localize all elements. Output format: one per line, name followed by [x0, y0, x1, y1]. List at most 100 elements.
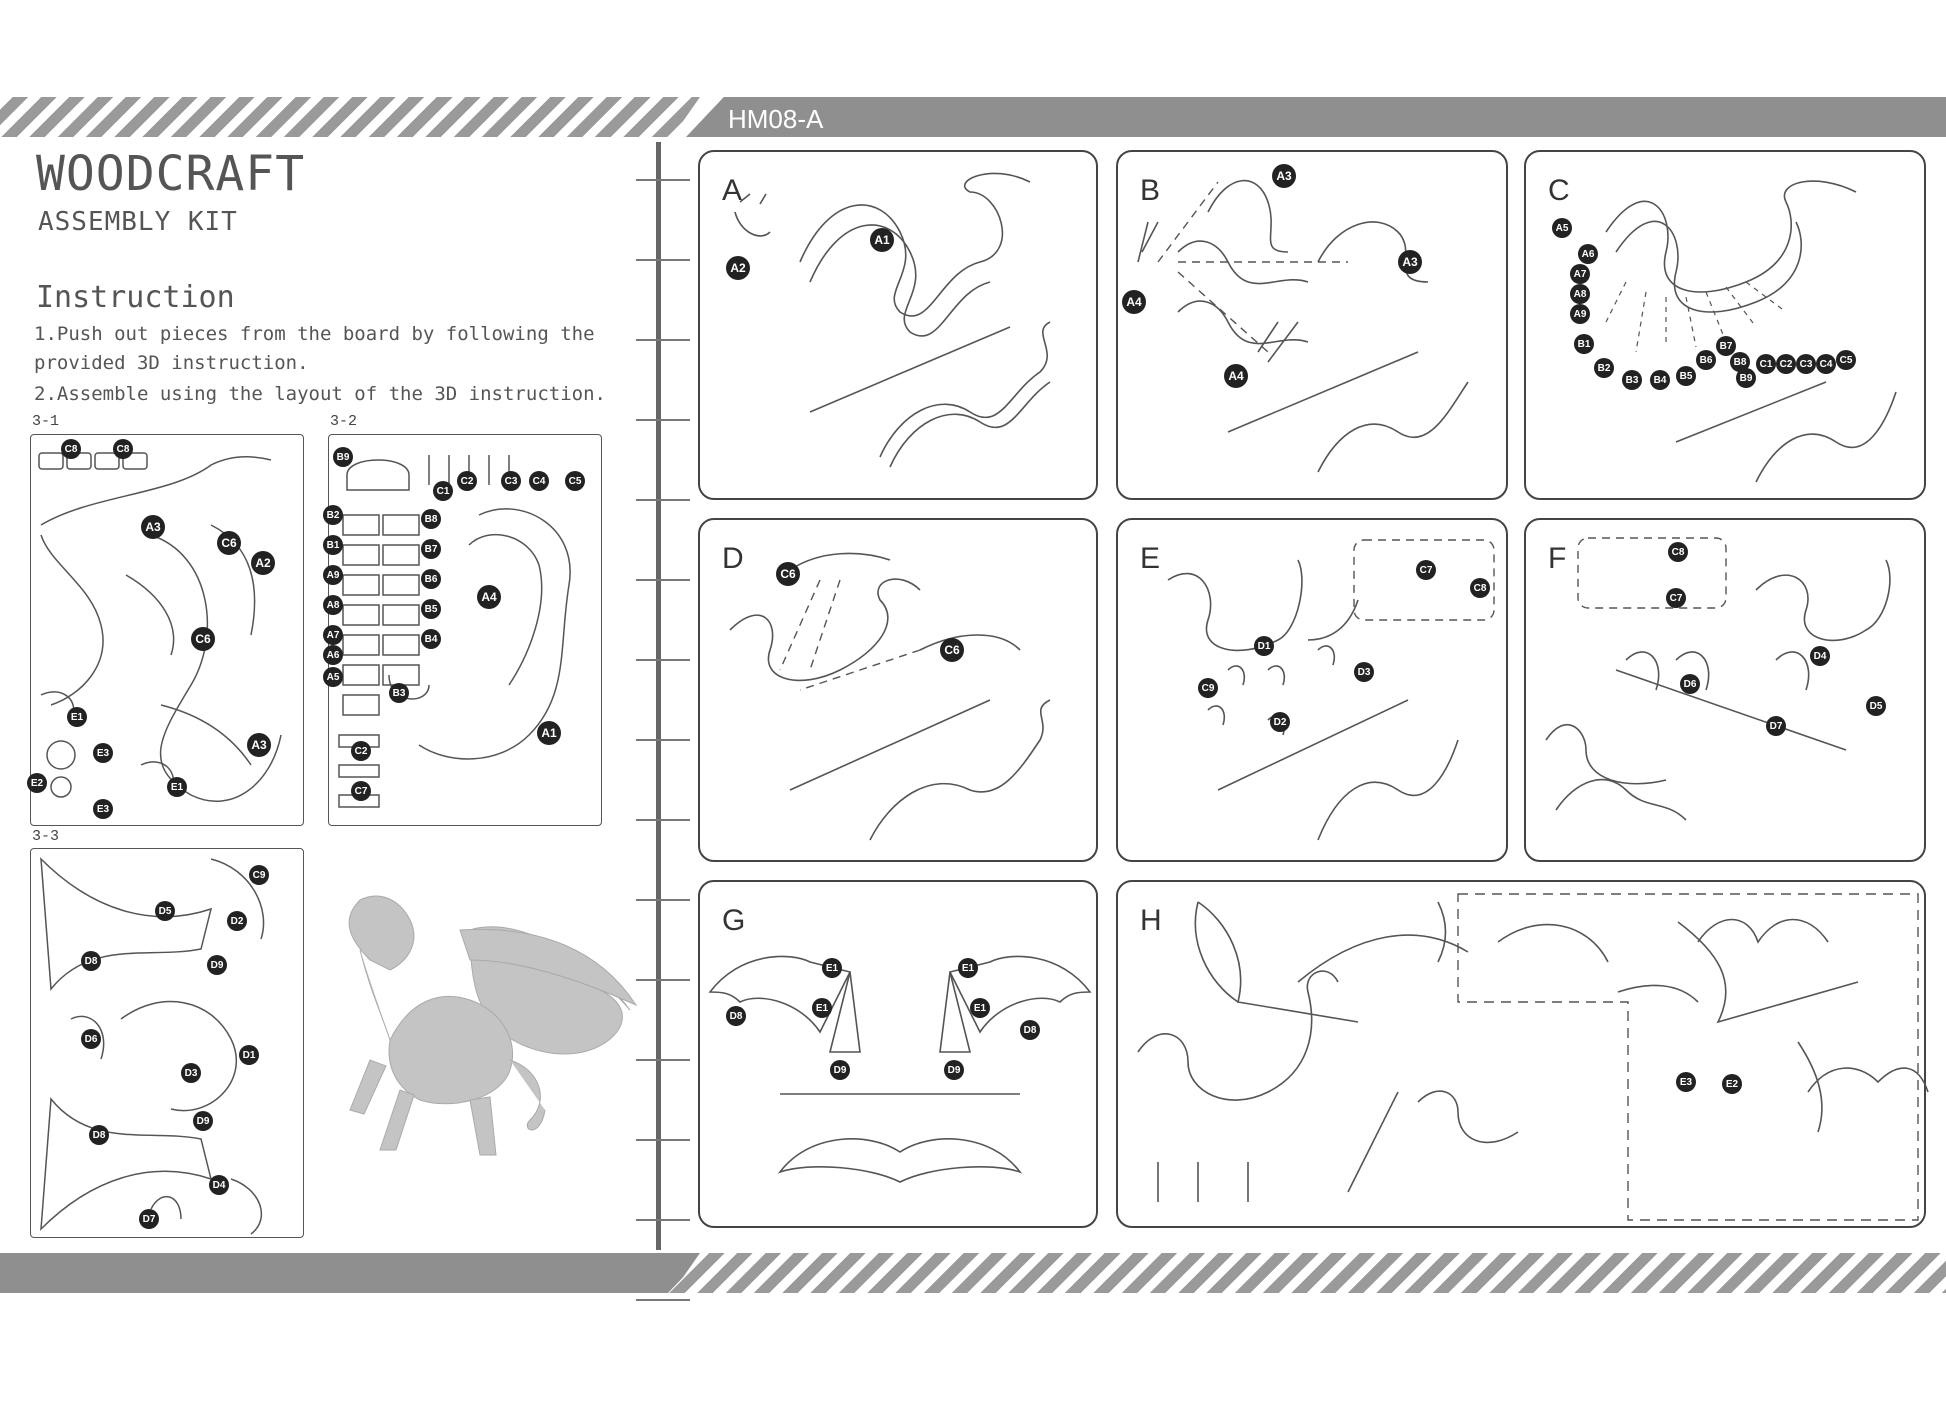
part-badge: A4 [477, 585, 501, 609]
step-label: D [722, 542, 744, 575]
step-label: F [1548, 542, 1567, 575]
part-badge: C3 [1796, 354, 1816, 374]
step-label: H [1140, 904, 1162, 937]
part-badge: D5 [155, 901, 175, 921]
part-badge: A1 [537, 721, 561, 745]
part-badge: D3 [1354, 662, 1374, 682]
part-badge: C5 [1836, 350, 1856, 370]
part-badge: C4 [529, 471, 549, 491]
part-badge: C5 [565, 471, 585, 491]
step-label: G [722, 904, 746, 937]
sheet-label-3-3: 3-3 [32, 828, 60, 845]
part-badge: D8 [726, 1006, 746, 1026]
part-badge: C6 [776, 562, 800, 586]
part-badge: B8 [1730, 352, 1750, 372]
part-badge: B9 [1736, 368, 1756, 388]
part-badge: C4 [1816, 354, 1836, 374]
part-badge: D9 [944, 1060, 964, 1080]
step-label: E [1140, 542, 1161, 575]
part-badge: A4 [1122, 290, 1146, 314]
part-badge: D1 [239, 1045, 259, 1065]
sheet-label-3-1: 3-1 [32, 413, 60, 430]
step-d-diagram [729, 552, 1051, 841]
part-badge: C2 [351, 741, 371, 761]
parts-sheet-3-1: C8 C8 A3 C6 A2 C6 A3 E1 E3 E2 E1 E3 [27, 434, 304, 826]
part-badge: A3 [1398, 250, 1422, 274]
part-badge: C9 [1198, 678, 1218, 698]
part-badge: A7 [323, 625, 343, 645]
part-badge: A3 [247, 733, 271, 757]
part-badge: D8 [89, 1125, 109, 1145]
part-badge: C7 [351, 781, 371, 801]
step-panel-h: H E3 E2 [1116, 880, 1929, 1228]
part-badge: C8 [1470, 578, 1490, 598]
part-badge: D6 [81, 1029, 101, 1049]
step-panel-b: B A3 A3 A4 A4 [1116, 150, 1508, 500]
part-badge: E3 [93, 743, 113, 763]
step-label: A [722, 174, 743, 207]
header-bar-right [686, 97, 1946, 137]
step-label: C [1548, 174, 1570, 207]
part-badge: C7 [1416, 560, 1436, 580]
step-h-diagram [1137, 893, 1929, 1221]
part-badge: A3 [141, 515, 165, 539]
part-badge: E1 [822, 958, 842, 978]
part-badge: B4 [1650, 370, 1670, 390]
part-badge: D2 [227, 911, 247, 931]
part-badge: B7 [421, 539, 441, 559]
part-badge: A3 [1272, 164, 1296, 188]
part-badge: C8 [61, 439, 81, 459]
part-badge: A6 [1578, 244, 1598, 264]
part-badge: D9 [830, 1060, 850, 1080]
part-badge: E1 [167, 777, 187, 797]
sheet-3-1-outlines [38, 452, 282, 802]
part-badge: B6 [421, 569, 441, 589]
part-badge: C6 [940, 638, 964, 662]
parts-sheet-3-2: B9 C1 C2 C3 C4 C5 B2 B8 B1 B7 A9 B6 A8 B… [323, 434, 602, 826]
part-badge: D9 [207, 955, 227, 975]
brand-title: WOODCRAFT [36, 146, 306, 202]
part-badge: C3 [501, 471, 521, 491]
part-badge: E1 [958, 958, 978, 978]
part-badge: C1 [433, 481, 453, 501]
step-panel-d: D C6 C6 [698, 518, 1098, 862]
part-badge: D2 [1270, 712, 1290, 732]
footer-bar-left [0, 1253, 700, 1293]
part-badge: C9 [249, 865, 269, 885]
header-stripe-left [0, 97, 700, 137]
part-badge: A9 [323, 565, 343, 585]
part-badge: E3 [1676, 1072, 1696, 1092]
part-badge: D6 [1680, 674, 1700, 694]
instruction-step-1a: 1.Push out pieces from the board by foll… [34, 323, 595, 345]
part-badge: B2 [323, 505, 343, 525]
part-badge: B5 [421, 599, 441, 619]
part-badge: C6 [191, 627, 215, 651]
step-panel-f: F C8 C7 D6 D4 D7 D5 [1524, 518, 1926, 862]
step-a-diagram [734, 172, 1051, 468]
step-panel-a: A A1 A2 [698, 150, 1098, 500]
part-badge: B8 [421, 509, 441, 529]
instruction-step-1b: provided 3D instruction. [34, 352, 309, 374]
part-badge: B1 [323, 535, 343, 555]
part-badge: D8 [1020, 1020, 1040, 1040]
part-badge: D8 [81, 951, 101, 971]
part-badge: D4 [209, 1175, 229, 1195]
footer-stripe-right [668, 1253, 1946, 1293]
part-badge: C7 [1666, 588, 1686, 608]
part-badge: A8 [323, 595, 343, 615]
sheet-3-2-outlines [338, 455, 571, 808]
part-badge: B7 [1716, 336, 1736, 356]
part-badge: B1 [1574, 334, 1594, 354]
part-badge: A8 [1570, 284, 1590, 304]
part-badge: E2 [1722, 1074, 1742, 1094]
step-panel-g: G E1 E1 D8 D9 E1 E1 D8 D9 [698, 880, 1098, 1228]
part-badge: A5 [1552, 218, 1572, 238]
step-e-diagram [1167, 539, 1495, 841]
parts-sheet-3-3: C9 D5 D2 D8 D9 D6 D3 D1 D8 D9 D4 D7 [30, 848, 304, 1238]
part-badge: A1 [870, 228, 894, 252]
part-badge: C8 [1668, 542, 1688, 562]
part-badge: B2 [1594, 358, 1614, 378]
part-badge: E1 [970, 998, 990, 1018]
